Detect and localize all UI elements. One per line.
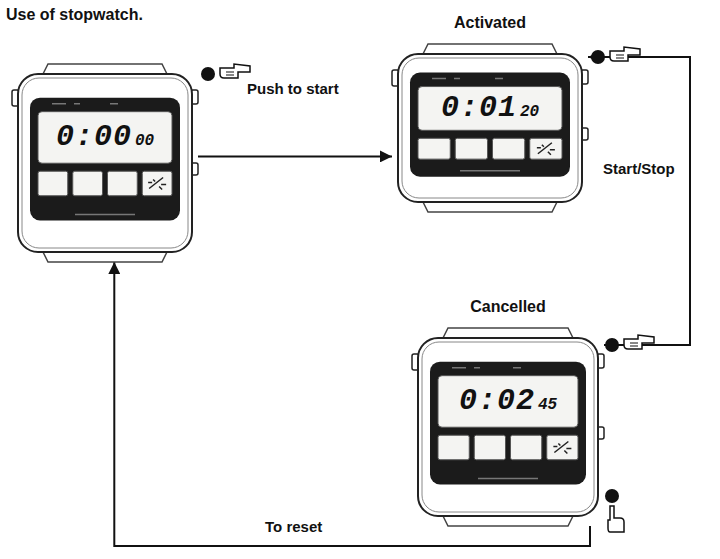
state-heading: Cancelled <box>392 298 624 316</box>
time-digits: 0:01 <box>441 91 517 125</box>
pointing-hand <box>624 335 654 349</box>
hundredths-digits: 20 <box>520 103 539 121</box>
pointing-hand <box>220 64 250 78</box>
diagram-title: Use of stopwatch. <box>6 6 143 24</box>
hundredths-digits: 45 <box>538 396 557 414</box>
watch-outline <box>392 44 588 212</box>
hundredths-digits: 00 <box>135 132 154 150</box>
button-dot <box>605 489 619 503</box>
time-digits: 0:00 <box>56 120 132 154</box>
arrow-label: Start/Stop <box>600 160 678 177</box>
flow-arrow <box>588 57 690 345</box>
lcd-display: 0:0000 <box>38 112 172 164</box>
state-heading: Activated <box>372 14 608 32</box>
lcd-display: 0:0245 <box>438 376 578 428</box>
pointing-hand <box>610 47 640 61</box>
arrow-label: Push to start <box>244 80 342 97</box>
button-dot <box>605 338 619 352</box>
flow-arrow <box>198 155 392 157</box>
button-dot <box>201 67 215 81</box>
stopwatch: 0:0000 <box>12 64 198 262</box>
arrow-label: To reset <box>262 518 325 535</box>
pointing-hand <box>608 506 624 532</box>
watch-outline <box>12 64 198 262</box>
button-dot <box>591 50 605 64</box>
lcd-display: 0:0120 <box>418 87 562 131</box>
stopwatch: Activated0:0120 <box>392 44 588 212</box>
time-digits: 0:02 <box>459 384 535 418</box>
stopwatch: Cancelled0:0245 <box>412 328 604 526</box>
watch-outline <box>412 328 604 526</box>
